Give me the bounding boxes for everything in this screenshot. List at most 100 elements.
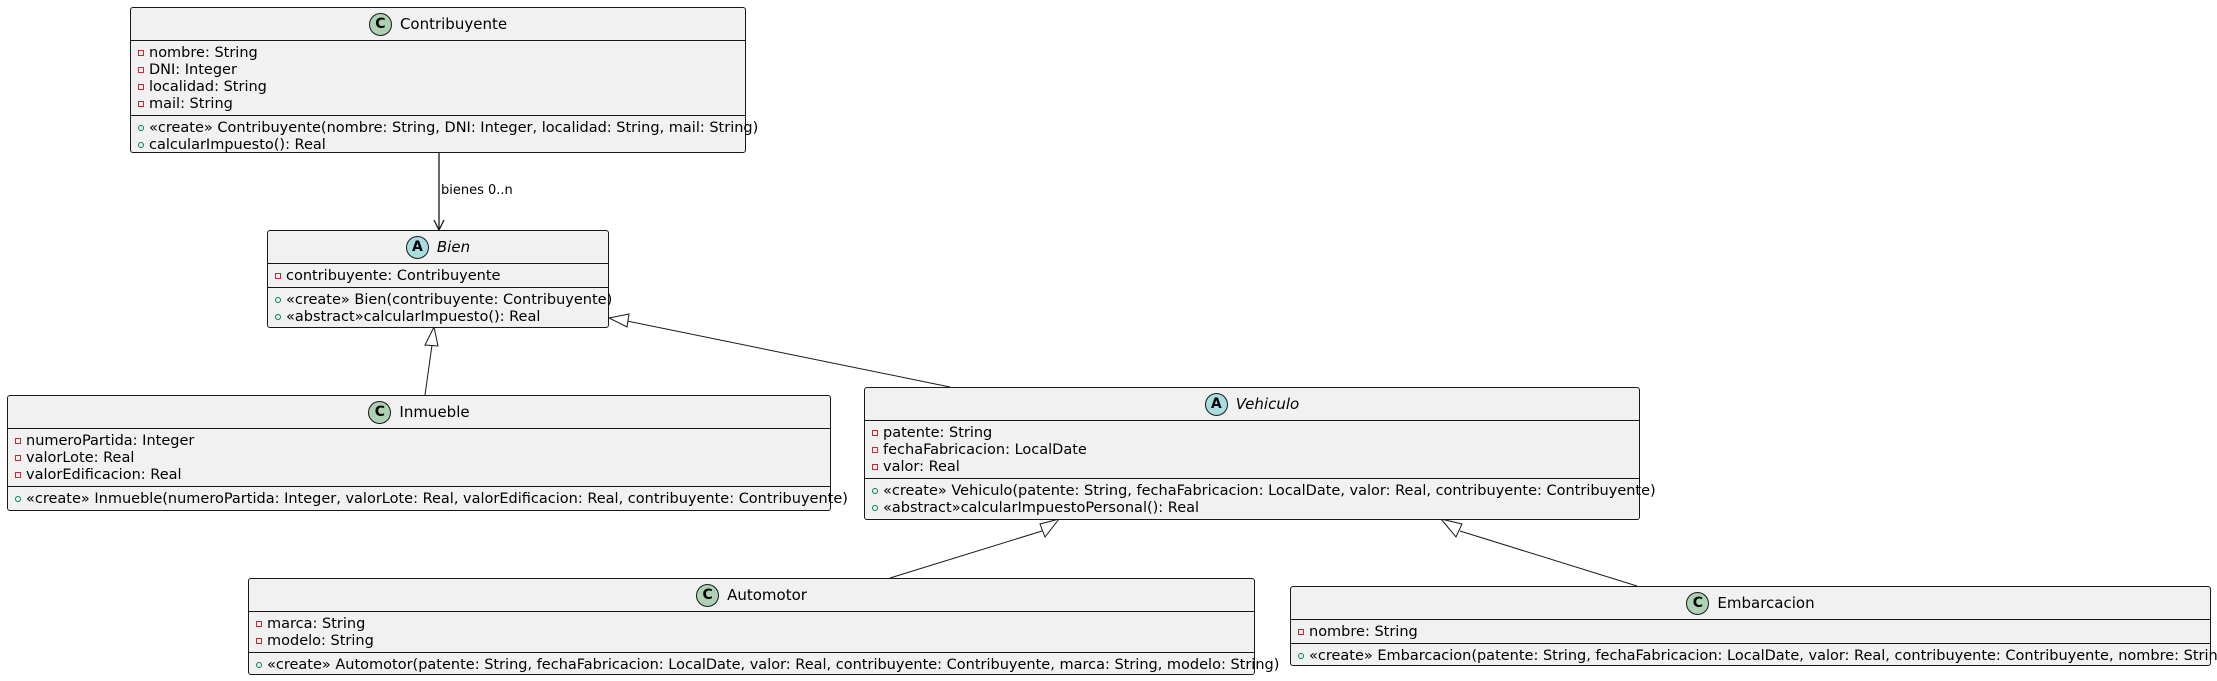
attribute-text: nombre: String <box>149 44 258 61</box>
attribute-row: mail: String <box>138 95 745 112</box>
class-header: C Automotor <box>249 579 1254 611</box>
methods-section: «create» Contribuyente(nombre: String, D… <box>131 115 758 156</box>
private-visibility-icon <box>256 637 262 644</box>
class-name: Vehiculo <box>1235 395 1300 413</box>
methods-section: «create» Inmueble(numeroPartida: Integer… <box>8 486 848 510</box>
attribute-row: valorEdificacion: Real <box>15 466 830 483</box>
abstract-class-icon: A <box>405 235 429 259</box>
attribute-text: patente: String <box>883 424 993 441</box>
methods-section: «create» Vehiculo(patente: String, fecha… <box>865 478 1656 519</box>
attribute-text: DNI: Integer <box>149 61 237 78</box>
method-row: «create» Bien(contribuyente: Contribuyen… <box>275 291 612 308</box>
attributes-section: nombre: String <box>1291 619 2210 643</box>
method-row: «abstract»calcularImpuesto(): Real <box>275 308 608 325</box>
class-name: Embarcacion <box>1717 594 1815 612</box>
class-header: A Vehiculo <box>865 388 1639 420</box>
inheritance-edge-automotor <box>889 530 1043 579</box>
class-icon: C <box>368 400 392 424</box>
private-visibility-icon <box>15 454 21 461</box>
public-visibility-icon <box>15 495 21 502</box>
public-visibility-icon <box>138 124 144 131</box>
attribute-text: numeroPartida: Integer <box>26 432 195 449</box>
private-visibility-icon <box>138 66 144 73</box>
method-row: «abstract»calcularImpuestoPersonal(): Re… <box>872 499 1639 516</box>
method-text: «create» Contribuyente(nombre: String, D… <box>149 119 759 136</box>
class-name: Inmueble <box>399 403 470 421</box>
attribute-row: DNI: Integer <box>138 61 745 78</box>
inheritance-arrowhead-vehiculo <box>607 313 630 328</box>
method-text: «create» Automotor(patente: String, fech… <box>267 656 1280 673</box>
attribute-row: numeroPartida: Integer <box>15 432 830 449</box>
attribute-text: valorEdificacion: Real <box>26 466 182 483</box>
method-row: «create» Inmueble(numeroPartida: Integer… <box>15 490 848 507</box>
attributes-section: contribuyente: Contribuyente <box>268 263 608 287</box>
method-row: «create» Vehiculo(patente: String, fecha… <box>872 482 1656 499</box>
attribute-row: contribuyente: Contribuyente <box>275 267 608 284</box>
attribute-text: fechaFabricacion: LocalDate <box>883 441 1087 458</box>
private-visibility-icon <box>256 620 262 627</box>
class-bien[interactable]: A Bien contribuyente: Contribuyente «create… <box>267 230 612 328</box>
private-visibility-icon <box>138 49 144 56</box>
attribute-text: marca: String <box>267 615 366 632</box>
public-visibility-icon <box>872 487 878 494</box>
inheritance-edge-embarcacion <box>1459 530 1638 587</box>
method-text: «create» Inmueble(numeroPartida: Integer… <box>26 490 848 507</box>
attribute-text: nombre: String <box>1309 623 1418 640</box>
attribute-row: patente: String <box>872 424 1639 441</box>
class-header: A Bien <box>268 231 608 263</box>
inheritance-edge-inmueble <box>424 344 433 396</box>
attribute-row: marca: String <box>256 615 1254 632</box>
inheritance-edge-vehiculo <box>626 320 951 388</box>
method-row: calcularImpuesto(): Real <box>138 136 745 153</box>
private-visibility-icon <box>275 272 281 279</box>
method-text: «abstract»calcularImpuestoPersonal(): Re… <box>883 499 1200 516</box>
private-visibility-icon <box>872 429 878 436</box>
attribute-row: localidad: String <box>138 78 745 95</box>
method-row: «create» Embarcacion(patente: String, fe… <box>1298 647 2217 664</box>
method-text: «create» Embarcacion(patente: String, fe… <box>1309 647 2217 664</box>
methods-section: «create» Automotor(patente: String, fech… <box>249 652 1279 676</box>
private-visibility-icon <box>138 83 144 90</box>
class-embarcacion[interactable]: C Embarcacion nombre: String «create» Embar… <box>1290 586 2217 666</box>
class-name: Bien <box>436 238 471 256</box>
private-visibility-icon <box>1298 628 1304 635</box>
class-icon: C <box>368 12 392 36</box>
class-icon: C <box>696 583 720 607</box>
attribute-text: valor: Real <box>883 458 960 475</box>
class-name: Automotor <box>727 586 807 604</box>
abstract-class-icon: A <box>1204 392 1228 416</box>
inheritance-arrowhead-automotor <box>1039 518 1061 539</box>
class-icon: C <box>1686 591 1710 615</box>
private-visibility-icon <box>15 471 21 478</box>
inheritance-arrowhead-embarcacion <box>1439 518 1463 538</box>
public-visibility-icon <box>275 296 281 303</box>
attribute-row: valorLote: Real <box>15 449 830 466</box>
attribute-text: contribuyente: Contribuyente <box>286 267 501 284</box>
public-visibility-icon <box>256 661 262 668</box>
public-visibility-icon <box>275 313 281 320</box>
method-row: «create» Automotor(patente: String, fech… <box>256 656 1279 673</box>
attribute-row: valor: Real <box>872 458 1639 475</box>
methods-section: «create» Bien(contribuyente: Contribuyen… <box>268 287 612 328</box>
public-visibility-icon <box>138 141 144 148</box>
class-header: C Inmueble <box>8 396 830 428</box>
class-name: Contribuyente <box>399 15 508 33</box>
attribute-text: localidad: String <box>149 78 267 95</box>
attribute-row: nombre: String <box>1298 623 2210 640</box>
method-row: «create» Contribuyente(nombre: String, D… <box>138 119 758 136</box>
attribute-text: modelo: String <box>267 632 374 649</box>
public-visibility-icon <box>872 504 878 511</box>
method-text: «create» Bien(contribuyente: Contribuyen… <box>286 291 613 308</box>
private-visibility-icon <box>138 100 144 107</box>
attribute-text: valorLote: Real <box>26 449 135 466</box>
class-header: C Contribuyente <box>131 8 745 40</box>
